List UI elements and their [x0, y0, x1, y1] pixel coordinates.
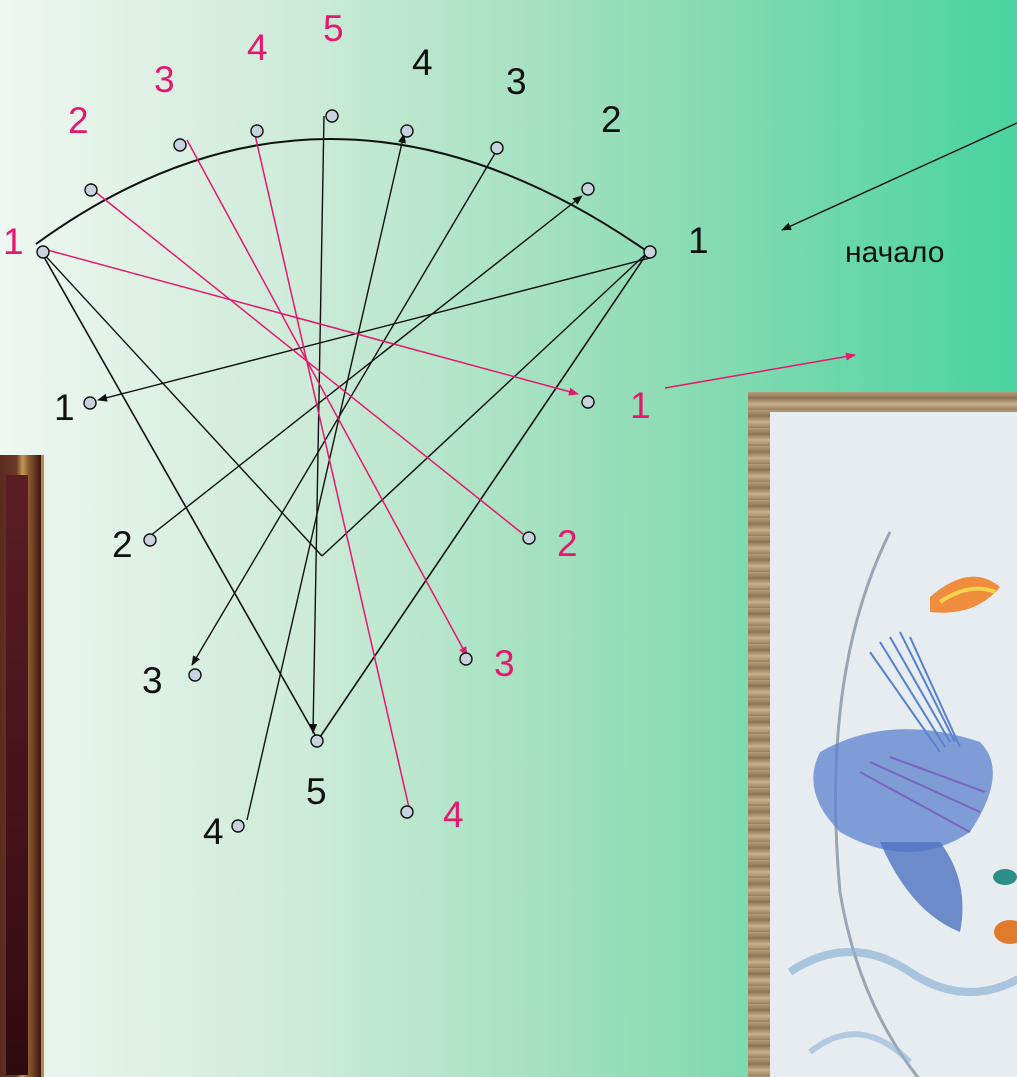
right-label-2: 2: [557, 523, 578, 564]
hole-arc-left-2: [85, 184, 97, 196]
right-label-1: 1: [630, 385, 651, 426]
hole-left-3: [189, 669, 201, 681]
black-thread-1: [98, 258, 650, 400]
left-label-3: 3: [142, 660, 163, 701]
inner-v-right: [322, 252, 648, 556]
start-label: начало: [845, 236, 944, 269]
arc-label-pink-3: 3: [154, 59, 175, 100]
hole-arc-right-3: [491, 142, 503, 154]
hole-arc-left-3: [174, 139, 186, 151]
left-label-1: 1: [54, 387, 75, 428]
black-thread-2: [150, 196, 582, 536]
hole-arc-right-2: [582, 183, 594, 195]
black-thread-3: [192, 150, 497, 665]
black-thread-4: [247, 134, 404, 820]
left-side-line: [40, 250, 318, 740]
hole-arc-top-5: [326, 110, 338, 122]
pink-thread-3: [187, 140, 467, 656]
arc-label-pink-5: 5: [323, 8, 344, 49]
pink-start-arrow: [665, 355, 855, 388]
right-side-line: [318, 252, 648, 740]
hole-arc-right-4: [401, 125, 413, 137]
arc-label-black-2: 2: [601, 99, 622, 140]
pink-thread-2: [88, 186, 523, 534]
arc-label-pink-2: 2: [68, 100, 89, 141]
hole-left-2: [144, 534, 156, 546]
hole-right-1: [582, 396, 594, 408]
bottom-label-5: 5: [306, 771, 327, 812]
hole-arc-right-1: [644, 246, 656, 258]
right-label-4: 4: [443, 794, 464, 835]
hole-right-4: [401, 806, 413, 818]
hole-left-4: [232, 820, 244, 832]
pink-thread-4: [253, 126, 410, 812]
hole-right-3: [460, 653, 472, 665]
hole-arc-left-1: [37, 246, 49, 258]
hole-arc-left-4: [251, 125, 263, 137]
left-label-4: 4: [203, 811, 224, 852]
arc-label-pink-1: 1: [3, 221, 24, 262]
outline-arc: [36, 139, 648, 252]
black-thread-5: [313, 116, 324, 733]
arc-label-black-1: 1: [688, 220, 709, 261]
inner-v-left: [40, 250, 322, 556]
right-label-3: 3: [494, 643, 515, 684]
left-label-2: 2: [112, 524, 133, 565]
arc-label-black-4: 4: [412, 42, 433, 83]
black-start-arrow: [782, 123, 1017, 230]
arc-label-pink-4: 4: [247, 27, 268, 68]
arc-label-black-3: 3: [506, 61, 527, 102]
hole-bottom-5: [311, 735, 323, 747]
hole-left-1: [84, 397, 96, 409]
hole-right-2: [523, 532, 535, 544]
